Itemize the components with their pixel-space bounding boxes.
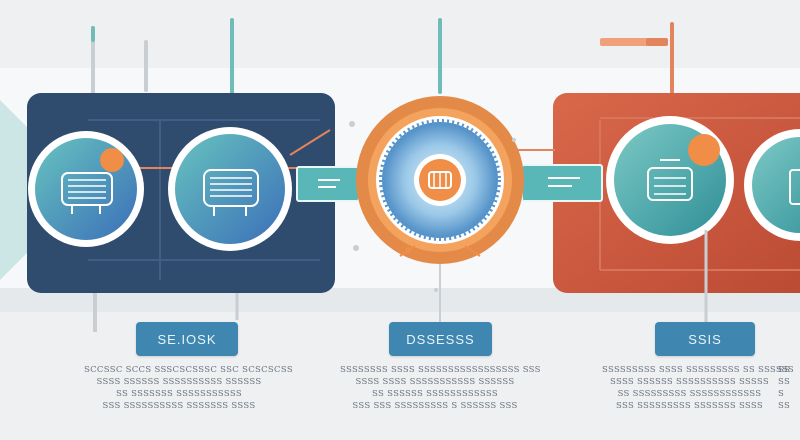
caption-line: SSSS SSSSSS SSSSSSSSSS SSSSSS <box>96 377 262 387</box>
caption-right: SSSSSSSSS SSSS SSSSSSSSS SS SSSSSS SSSS … <box>602 364 794 412</box>
caption-line: SSSSSSSS SSSS SSSSSSSSSSSSSSSSS SSS <box>340 365 541 375</box>
connector-right <box>515 149 603 202</box>
sparkle-dots <box>349 121 516 292</box>
lens-left-2 <box>168 127 292 251</box>
caption-line: SSSS SSSS SSSSSSSSSSS SSSSSS <box>355 377 515 387</box>
caption-right-edge: SS SS S SS <box>778 364 800 412</box>
bottom-stems <box>93 230 708 332</box>
label-center: DSSESSS <box>389 322 492 356</box>
caption-center: SSSSSSSS SSSS SSSSSSSSSSSSSSSSS SSS SSSS… <box>340 364 541 412</box>
connector-left <box>289 129 360 202</box>
caption-line: SSSS SSSSSS SSSSSSSSSS SSSSS <box>610 377 769 387</box>
lens-right-1 <box>606 116 734 244</box>
lens-right-2 <box>744 129 800 241</box>
top-stems <box>91 18 674 97</box>
central-hub <box>356 96 524 264</box>
caption-line: SS SSSSSS SSSSSSSSSSSS <box>372 389 498 399</box>
caption-line: SCCSSC SCCS SSSCSCSSSC SSC SCSCSCSS <box>84 365 293 375</box>
caption-line: SSS SSSSSSSSSS SSSSSSS SSSS <box>102 401 256 411</box>
caption-left: SCCSSC SCCS SSSCSCSSSC SSC SCSCSCSS SSSS… <box>84 364 293 412</box>
lens-left-1 <box>28 131 144 247</box>
label-right: SSIS <box>655 322 755 356</box>
caption-line: SSS SSSSSSSSS SSSSSSS SSSS <box>616 401 763 411</box>
caption-line: SSSSSSSSS SSSS SSSSSSSSS SS SSSSSS <box>602 365 794 375</box>
caption-line: SS <box>778 365 791 375</box>
caption-line: SS SSSSSSS SSSSSSSSSSS <box>116 389 242 399</box>
caption-line: SS <box>778 377 791 387</box>
caption-line: S <box>778 389 785 399</box>
caption-line: SS <box>778 401 791 411</box>
label-left: SE.IOSK <box>136 322 238 356</box>
caption-line: SS SSSSSSSSS SSSSSSSSSSSS <box>617 389 762 399</box>
caption-line: SSS SSS SSSSSSSSS S SSSSSS SSS <box>352 401 518 411</box>
